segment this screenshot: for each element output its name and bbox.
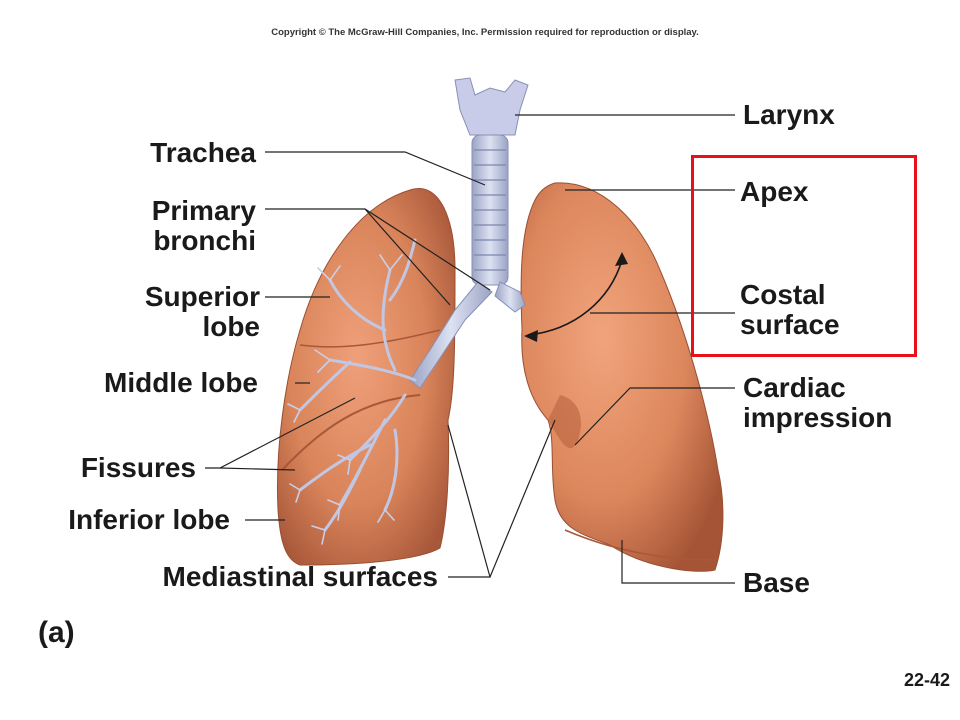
horizontal-fissure [299,329,441,348]
copyright-notice: Copyright © The McGraw-Hill Companies, I… [271,27,699,38]
left-primary-bronchus [409,281,493,389]
left-lung [276,188,456,566]
highlight-box [691,155,917,357]
label-cardiac-impression-line2: impression [743,402,893,433]
label-larynx: Larynx [743,99,835,130]
label-superior-lobe-line2: lobe [202,311,260,342]
trachea-rings [474,149,506,271]
right-primary-bronchus [494,281,526,313]
label-costal-surface-line2: surface [740,309,840,340]
label-trachea: Trachea [150,137,256,168]
bronchial-tree [298,238,417,532]
label-primary-bronchi-line1: Primary [151,195,256,226]
label-apex: Apex [740,176,809,207]
oblique-fissure [281,394,421,471]
label-cardiac-impression-line1: Cardiac [743,372,846,403]
label-middle-lobe: Middle lobe [104,367,258,398]
label-costal-surface-line1: Costal [740,279,826,310]
label-fissures: Fissures [80,452,196,483]
label-inferior-lobe: Inferior lobe [68,504,230,535]
label-primary-bronchi-line2: bronchi [153,225,256,256]
larynx-shape [454,77,529,136]
costal-arrow [527,259,623,336]
label-base: Base [743,567,810,598]
label-mediastinal-surfaces: Mediastinal surfaces [162,561,438,592]
label-superior-lobe-line1: Superior [144,281,260,312]
leader-lines [205,114,735,584]
panel-letter: (a) [38,616,75,649]
page-number: 22-42 [903,670,950,690]
right-lung [520,182,724,572]
